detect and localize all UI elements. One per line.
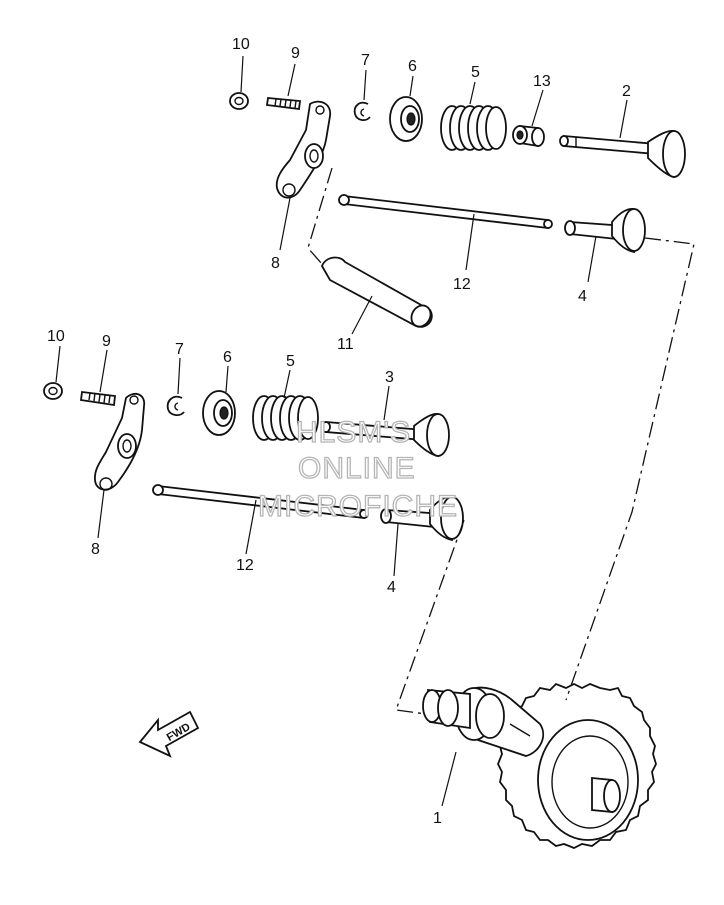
leader-lines — [55, 55, 628, 807]
callout-tappet-top: 4 — [578, 288, 587, 305]
rocker-shaft — [321, 256, 433, 328]
tappet-top — [564, 207, 646, 254]
push-rod-bottom — [152, 484, 369, 520]
nut-bottom — [43, 382, 63, 400]
callout-seal: 13 — [533, 73, 551, 90]
callout-rocker-bottom: 8 — [91, 541, 100, 558]
callout-screw-top: 9 — [291, 45, 300, 62]
watermark-line-3: MICROFICHE — [258, 490, 458, 523]
watermark: HLSM'S ONLINE MICROFICHE — [257, 415, 458, 523]
callout-valve-intake: 3 — [385, 369, 394, 386]
valve-intake — [321, 413, 450, 458]
valve-spring-bottom — [252, 395, 319, 441]
adjusting-screw-bottom — [79, 390, 116, 407]
callout-tappet-bottom: 4 — [387, 579, 396, 596]
adjusting-screw-top — [265, 97, 302, 111]
callout-spring-top: 5 — [471, 64, 480, 81]
rocker-arm-bottom — [94, 392, 146, 491]
alignment-line-rocker-shaft — [307, 167, 333, 265]
callout-pushrod-bottom: 12 — [236, 557, 254, 574]
callout-rocker-shaft: 11 — [337, 336, 354, 353]
valve-exhaust — [559, 129, 686, 179]
callout-valve-exhaust: 2 — [622, 83, 631, 100]
nut-top — [229, 92, 249, 110]
alignment-line-tappet-bottom — [395, 519, 465, 715]
spring-retainer-bottom — [202, 390, 236, 436]
callout-nut-bottom: 10 — [47, 328, 65, 345]
spring-retainer-top — [389, 96, 423, 142]
callout-screw-bottom: 9 — [102, 333, 111, 350]
valve-seal-top — [512, 124, 545, 148]
callout-cotter-top: 7 — [361, 52, 370, 69]
rocker-arm-top — [275, 100, 332, 199]
fwd-arrow-icon: FWD — [138, 710, 200, 758]
callout-labels: 10 9 7 6 5 13 2 8 12 4 11 10 9 7 6 5 3 8… — [47, 36, 631, 827]
alignment-line-tappet-top — [565, 237, 695, 701]
camshaft-gear — [422, 682, 657, 849]
tappet-bottom — [380, 495, 464, 542]
callout-nut-top: 10 — [232, 36, 250, 53]
callout-rocker-top: 8 — [271, 255, 280, 272]
callout-camshaft: 1 — [433, 810, 442, 827]
watermark-line-2: ONLINE — [298, 452, 416, 485]
callout-cotter-bottom: 7 — [175, 341, 184, 358]
callout-retainer-top: 6 — [408, 58, 417, 75]
valve-cotter-bottom — [166, 395, 185, 416]
callout-retainer-bottom: 6 — [223, 349, 232, 366]
valve-cotter-top — [353, 101, 371, 121]
valve-spring-top — [440, 105, 507, 151]
callout-spring-bottom: 5 — [286, 353, 295, 370]
callout-pushrod-top: 12 — [453, 276, 471, 293]
push-rod-top — [338, 194, 553, 230]
watermark-line-1: HLSM'S — [296, 416, 411, 449]
